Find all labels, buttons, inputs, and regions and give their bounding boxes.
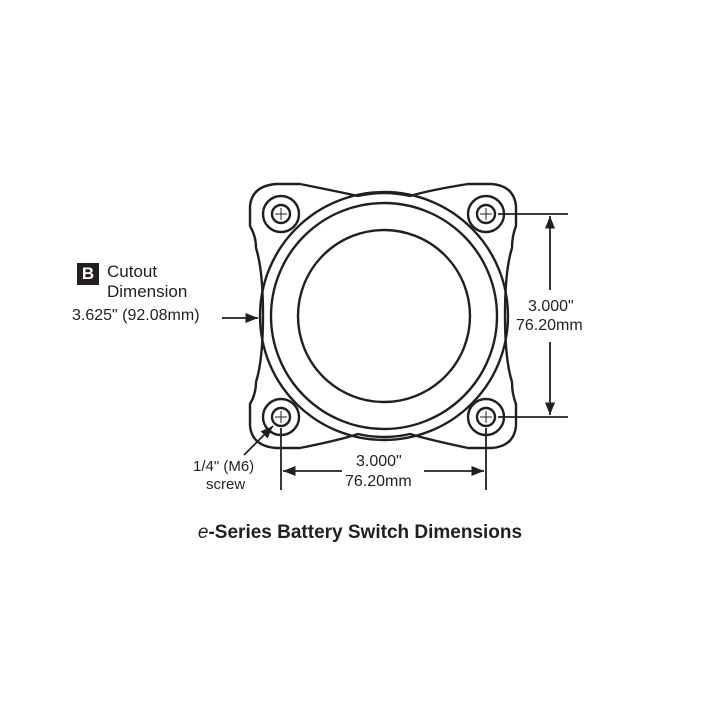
diagram-title: e-Series Battery Switch Dimensions <box>0 522 720 544</box>
mounting-hole-top-left <box>261 194 301 234</box>
outer-ring <box>258 190 510 442</box>
cutout-value: 3.625" (92.08mm) <box>72 307 200 324</box>
cutout-badge: B <box>77 263 99 285</box>
vertical-spacing-inches: 3.000" <box>528 298 574 315</box>
inner-ring <box>269 201 499 431</box>
horizontal-spacing-mm: 76.20mm <box>345 473 412 490</box>
cutout-label-line2: Dimension <box>107 282 188 301</box>
screw-label-line2: screw <box>206 476 246 493</box>
horizontal-spacing-inches: 3.000" <box>356 453 402 470</box>
cutout-label-line1: Cutout <box>107 262 158 281</box>
vertical-spacing-mm: 76.20mm <box>516 317 583 334</box>
e-series-logo: e <box>197 522 209 543</box>
title-text: -Series Battery Switch Dimensions <box>208 522 523 543</box>
center-face <box>296 228 472 404</box>
screw-label-line1: 1/4" (M6) <box>193 458 255 475</box>
mounting-flange-outline <box>248 182 518 450</box>
